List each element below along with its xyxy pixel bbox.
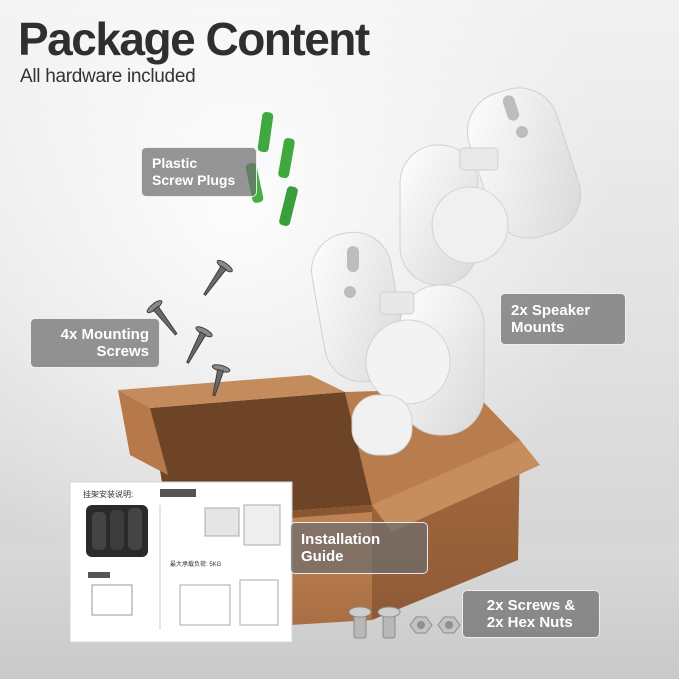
installation-guide-sheet: 挂架安装说明: 最大承载负荷: 5KG [69,481,293,643]
callout-label: 2x Screws & 2x Hex Nuts [486,597,576,631]
guide-heading: 挂架安装说明: [83,489,133,499]
screw-icon [146,259,233,397]
callout-label: 4x Mounting Screws [60,326,149,360]
speaker-mount-icon [399,87,582,286]
page-title: Package Content [18,13,370,65]
callout-plastic-screw-plugs: Plastic Screw Plugs [141,147,257,197]
page-subtitle: All hardware included [20,66,196,87]
callout-speaker-mounts: 2x Speaker Mounts [500,293,626,345]
callout-label: 2x Speaker Mounts [511,302,591,336]
callout-screws-hex-nuts: 2x Screws & 2x Hex Nuts [462,590,600,638]
hex-nut-icon [348,606,461,639]
callout-installation-guide: Installation Guide [290,522,428,574]
speaker-mount-icon [311,231,485,456]
callout-label: Plastic Screw Plugs [152,155,236,188]
callout-mounting-screws: 4x Mounting Screws [30,318,160,368]
callout-label: Installation Guide [301,531,381,565]
guide-load-text: 最大承载负荷: 5KG [170,560,222,568]
